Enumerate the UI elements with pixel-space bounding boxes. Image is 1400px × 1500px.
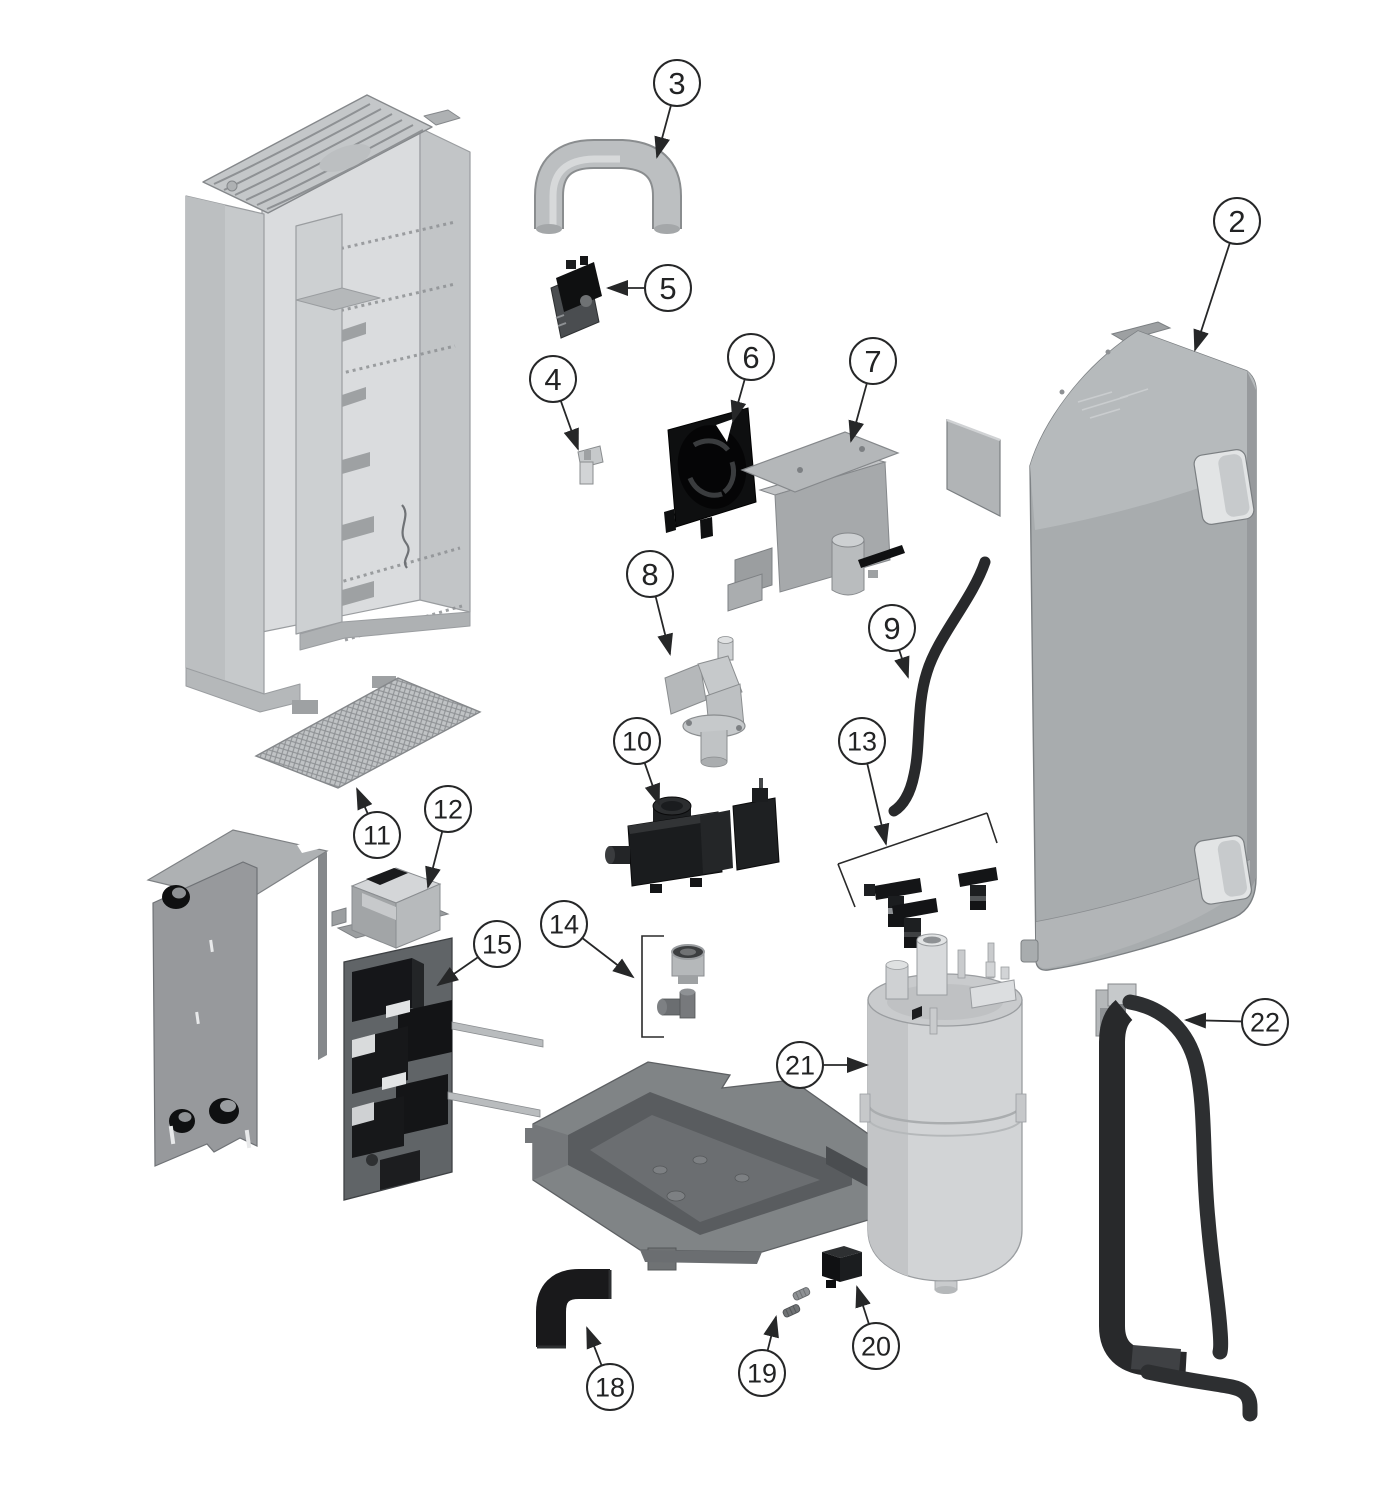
mounting-bracket-panel <box>146 829 329 1167</box>
adapter-fittings <box>641 935 705 1038</box>
callout-number-5: 5 <box>659 271 676 306</box>
callout-circle-18 <box>586 1363 634 1411</box>
screw-set <box>782 1287 811 1318</box>
mesh-filter <box>254 677 482 789</box>
callout-circle-11 <box>353 811 401 859</box>
callout-leader-14 <box>581 937 635 979</box>
callout-circle-5 <box>644 264 692 312</box>
steam-outlet-box <box>727 431 905 612</box>
callout-number-20: 20 <box>861 1332 891 1362</box>
callout-number-3: 3 <box>668 66 685 101</box>
callout-circle-6 <box>727 333 775 381</box>
callout-circle-8 <box>626 550 674 598</box>
callout-leader-4 <box>559 400 579 451</box>
callout-circle-3 <box>653 59 701 107</box>
callout-number-21: 21 <box>785 1051 815 1081</box>
callout-leader-13 <box>866 763 890 846</box>
callout-leader-20 <box>855 1285 871 1325</box>
hose-set <box>1095 983 1258 1422</box>
callout-number-13: 13 <box>847 727 877 757</box>
retaining-clip <box>577 445 604 485</box>
callout-leader-3 <box>654 104 672 159</box>
callout-circle-14 <box>540 900 588 948</box>
micro-switch <box>550 256 602 339</box>
callout-leader-6 <box>730 378 747 423</box>
contactor-board <box>343 937 544 1201</box>
callout-leader-19 <box>763 1315 779 1351</box>
callout-number-22: 22 <box>1250 1008 1280 1038</box>
callout-number-4: 4 <box>544 362 561 397</box>
cabinet-cover <box>946 321 1257 971</box>
drain-fitting <box>822 1246 862 1288</box>
callout-leader-12 <box>425 831 444 889</box>
hose-fittings <box>837 812 998 948</box>
drain-hose <box>888 556 991 817</box>
callout-leader-15 <box>436 956 479 987</box>
callout-number-14: 14 <box>549 910 579 940</box>
callout-number-15: 15 <box>482 930 512 960</box>
callout-circle-10 <box>613 717 661 765</box>
callout-circle-21 <box>776 1041 824 1089</box>
transformer <box>331 867 450 949</box>
callout-number-9: 9 <box>883 611 900 646</box>
callout-leader-11 <box>356 787 373 815</box>
callout-number-7: 7 <box>864 344 881 379</box>
callout-circle-12 <box>424 785 472 833</box>
callout-number-10: 10 <box>622 727 652 757</box>
chassis-frame <box>185 94 471 714</box>
callout-leader-7 <box>848 382 868 443</box>
callout-circle-20 <box>852 1322 900 1370</box>
steam-cylinder <box>859 933 1027 1294</box>
callout-number-12: 12 <box>433 795 463 825</box>
callout-leader-8 <box>654 596 673 656</box>
callout-circle-2 <box>1213 197 1261 245</box>
callout-leader-18 <box>586 1326 603 1366</box>
callout-circle-15 <box>473 920 521 968</box>
callout-circle-7 <box>849 337 897 385</box>
carry-handle <box>534 139 682 234</box>
callout-circle-22 <box>1241 998 1289 1046</box>
elbow-hose <box>536 1269 612 1349</box>
callout-number-11: 11 <box>363 821 391 851</box>
callout-circle-9 <box>868 604 916 652</box>
fill-valve <box>605 778 780 893</box>
callout-circle-19 <box>738 1349 786 1397</box>
callout-number-18: 18 <box>595 1373 625 1403</box>
callouts: 2 3 4 5 6 7 8 9 10 11 12 13 14 15 18 19 20 21 22 <box>353 59 1289 1411</box>
cooling-fan <box>664 407 757 539</box>
callout-leader-10 <box>643 762 660 806</box>
elbow-valve <box>664 636 746 768</box>
callout-leader-2 <box>1193 242 1231 352</box>
callout-circle-4 <box>529 355 577 403</box>
callout-number-8: 8 <box>641 557 658 592</box>
callout-number-19: 19 <box>747 1359 777 1389</box>
callout-leader-22 <box>1184 1012 1243 1029</box>
callout-circle-13 <box>838 717 886 765</box>
cylinder-tray <box>525 1061 909 1271</box>
callout-number-2: 2 <box>1228 204 1245 239</box>
callout-leader-9 <box>894 649 910 679</box>
callout-number-6: 6 <box>742 340 759 375</box>
